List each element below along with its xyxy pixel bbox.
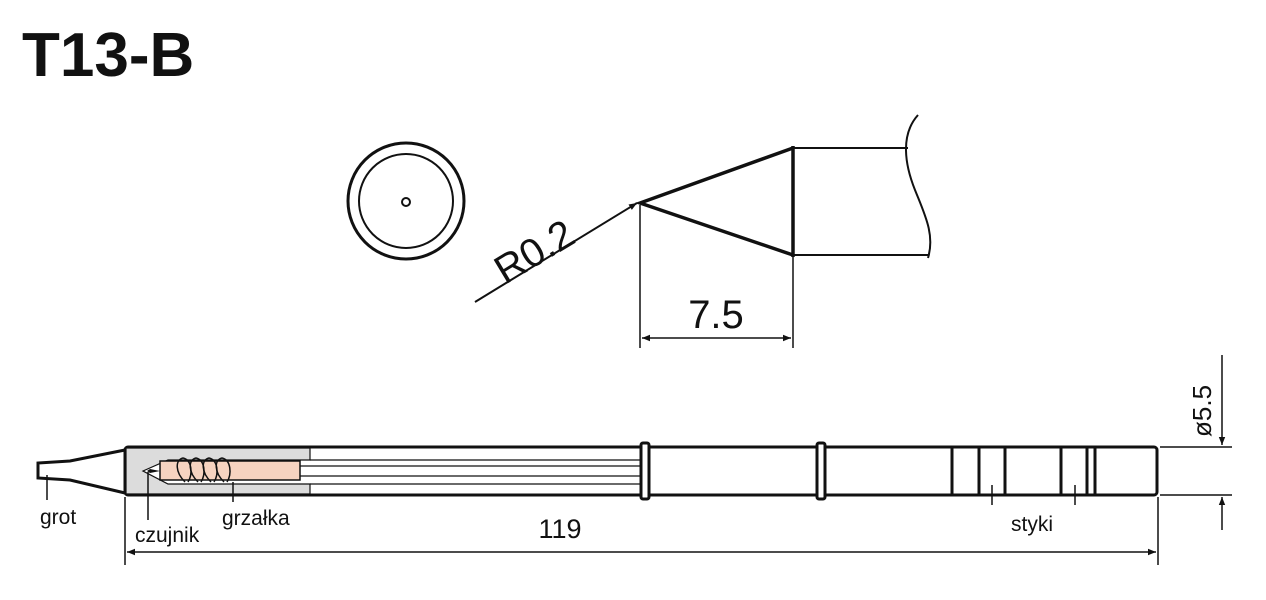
- label-czujnik: czujnik: [135, 524, 200, 547]
- page-title: T13-B: [22, 21, 194, 90]
- tip-side-view: [634, 114, 932, 259]
- total-length-label: 119: [538, 514, 581, 544]
- diameter-label: ø5.5: [1187, 385, 1217, 437]
- contacts: [950, 447, 1097, 495]
- sensor: [147, 469, 160, 473]
- label-grzalka: grzałka: [222, 507, 290, 530]
- radius-label: R0.2: [487, 211, 582, 292]
- total-length-dimension: 119: [124, 497, 1159, 565]
- diameter-dimension: ø5.5: [1160, 355, 1232, 530]
- heater-coil: [176, 457, 231, 483]
- radius-dimension: R0.2: [474, 202, 638, 303]
- tip-full-view: [36, 441, 1159, 501]
- band: [639, 441, 651, 501]
- tip-length-label: 7.5: [688, 293, 744, 337]
- tip-end-view: [346, 141, 466, 261]
- label-styki: styki: [1011, 513, 1053, 536]
- tip-length-dimension: 7.5: [639, 205, 794, 348]
- label-grot: grot: [40, 506, 76, 529]
- band: [815, 441, 827, 501]
- leader-lines: [46, 472, 1076, 520]
